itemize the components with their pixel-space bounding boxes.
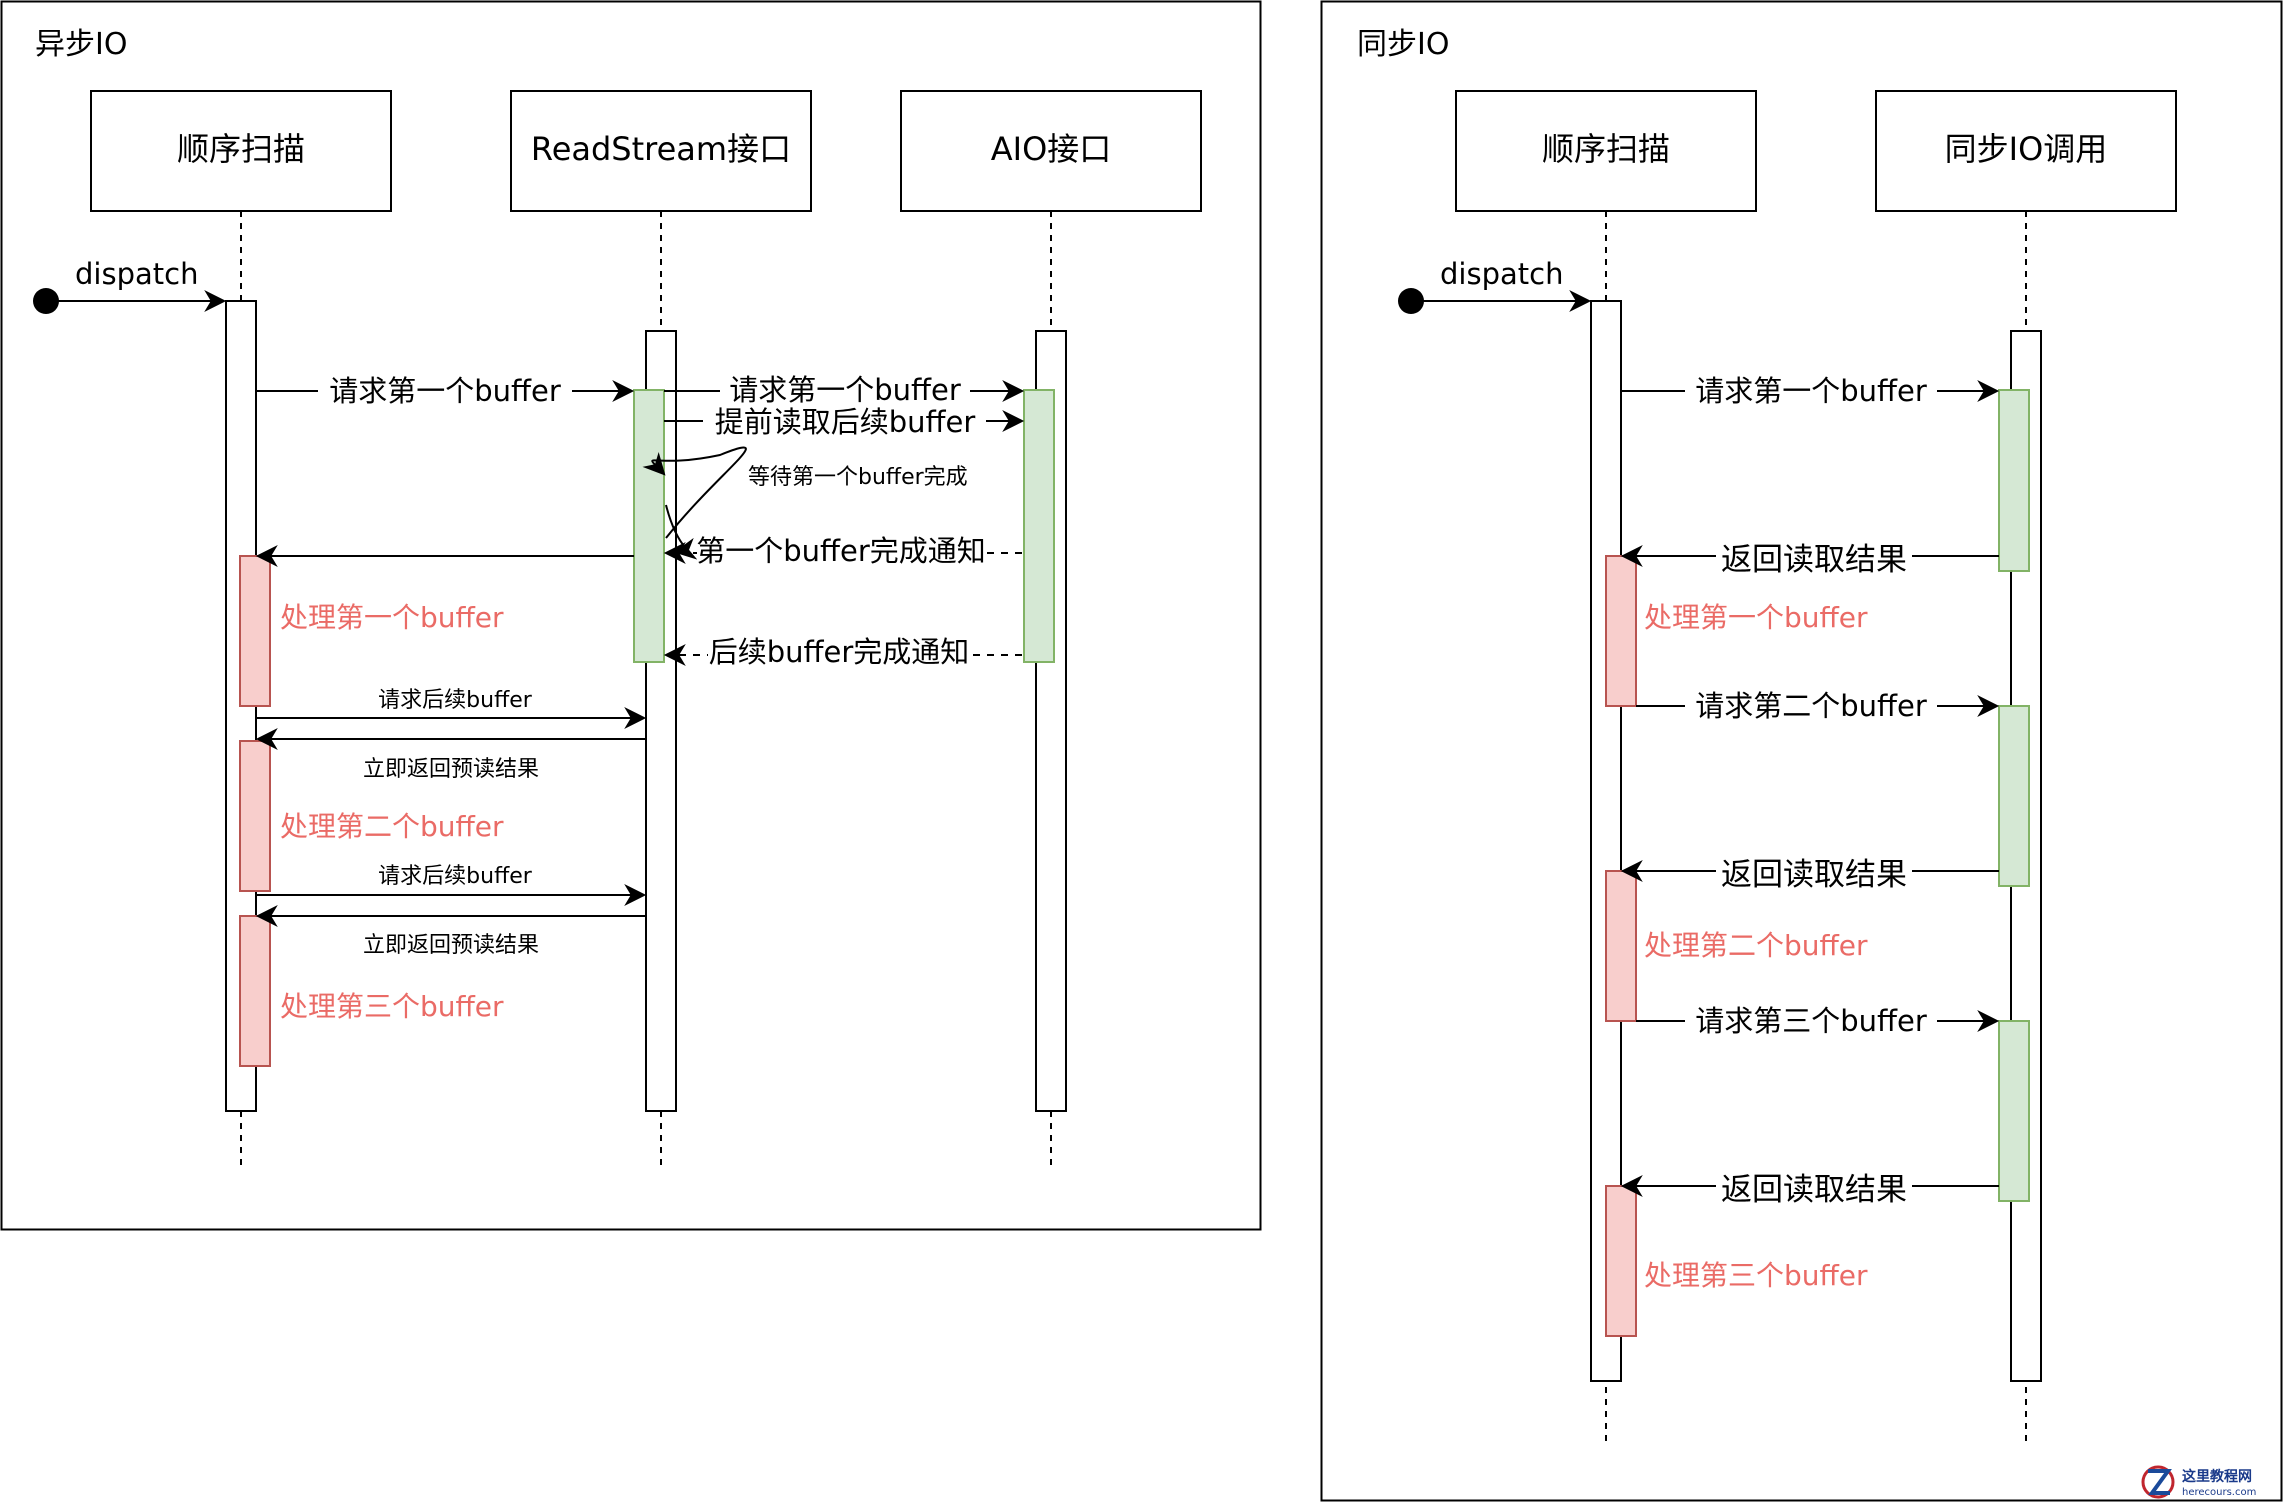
msg-req-next-2: 请求后续buffer — [256, 864, 647, 906]
svg-text:请求第一个buffer: 请求第一个buffer — [1695, 374, 1927, 408]
msg-ret-prefetch-1: 立即返回预读结果 — [255, 728, 646, 782]
z-logo-icon — [2141, 1465, 2175, 1499]
async-dispatch: dispatch — [33, 257, 227, 314]
svg-text:dispatch: dispatch — [1440, 257, 1563, 291]
sync-label-process-first: 处理第一个buffer — [1644, 601, 1868, 634]
activation-process-2 — [239, 740, 271, 892]
sync-process-3 — [1605, 1185, 1637, 1337]
svg-text:ReadStream接口: ReadStream接口 — [531, 130, 791, 168]
watermark-name: 这里教程网 — [2182, 1468, 2252, 1485]
sync-title: 同步IO — [1357, 27, 1449, 62]
activation-process-1 — [239, 555, 271, 707]
svg-text:后续buffer完成通知: 后续buffer完成通知 — [709, 635, 970, 669]
svg-text:请求第二个buffer: 请求第二个buffer — [1695, 689, 1927, 723]
label-process-first: 处理第一个buffer — [280, 601, 504, 634]
participant-readstream: ReadStream接口 — [510, 90, 812, 212]
svg-text:AIO接口: AIO接口 — [991, 130, 1112, 168]
msg-req-first-rs: 请求第一个buffer — [256, 372, 635, 408]
msg-prefetch: 提前读取后续buffer — [664, 405, 1025, 439]
participant-aio: AIO接口 — [900, 90, 1202, 212]
svg-text:顺序扫描: 顺序扫描 — [1542, 130, 1670, 168]
sync-frame: 同步IO 顺序扫描 同步IO调用 dispatch 请求第一个buff — [1320, 0, 2283, 1502]
msg-req-next-1: 请求后续buffer — [256, 688, 647, 729]
sync-process-1 — [1605, 555, 1637, 707]
svg-text:返回读取结果: 返回读取结果 — [1721, 857, 1907, 893]
participant-scan: 顺序扫描 — [90, 90, 392, 212]
svg-text:第一个buffer完成通知: 第一个buffer完成通知 — [696, 534, 986, 568]
sync-msg-req-first: 请求第一个buffer — [1621, 372, 2000, 408]
sync-busy-3 — [1998, 1020, 2030, 1202]
msg-wait-first: 等待第一个buffer完成 — [642, 446, 968, 560]
sync-label-process-third: 处理第三个buffer — [1644, 1259, 1868, 1292]
sync-msg-ret-3: 返回读取结果 — [1620, 1168, 1999, 1208]
sync-msg-req-second: 请求第二个buffer — [1636, 687, 2000, 723]
msg-req-first-aio: 请求第一个buffer — [664, 372, 1025, 407]
async-frame: 异步IO 顺序扫描 ReadStream接口 AIO接口 — [0, 0, 1262, 1231]
svg-text:等待第一个buffer完成: 等待第一个buffer完成 — [748, 465, 968, 490]
svg-text:请求第一个buffer: 请求第一个buffer — [329, 374, 561, 408]
svg-text:同步IO调用: 同步IO调用 — [1945, 130, 2108, 168]
sync-label-process-second: 处理第二个buffer — [1644, 929, 1868, 962]
svg-text:立即返回预读结果: 立即返回预读结果 — [363, 933, 539, 958]
sync-msg-ret-1: 返回读取结果 — [1620, 538, 1999, 578]
sync-process-2 — [1605, 870, 1637, 1022]
activation-readstream-busy — [633, 389, 665, 663]
activation-process-3 — [239, 915, 271, 1067]
svg-text:请求后续buffer: 请求后续buffer — [378, 864, 533, 889]
label-process-third: 处理第三个buffer — [280, 990, 504, 1023]
sync-msg-ret-2: 返回读取结果 — [1620, 853, 1999, 893]
sync-busy-2 — [1998, 705, 2030, 887]
watermark: 这里教程网 herecours.com — [2138, 1463, 2278, 1501]
async-title: 异步IO — [35, 27, 127, 62]
sync-busy-1 — [1998, 389, 2030, 572]
label-process-second: 处理第二个buffer — [280, 810, 504, 843]
participant-sync-scan: 顺序扫描 — [1455, 90, 1757, 212]
svg-text:返回读取结果: 返回读取结果 — [1721, 1172, 1907, 1208]
msg-first-done: 第一个buffer完成通知 — [663, 534, 1022, 568]
sync-msg-req-third: 请求第三个buffer — [1636, 1002, 2000, 1038]
sync-dispatch: dispatch — [1398, 257, 1592, 314]
svg-text:请求后续buffer: 请求后续buffer — [378, 688, 533, 713]
svg-text:dispatch: dispatch — [75, 257, 198, 291]
msg-rest-done: 后续buffer完成通知 — [663, 635, 1022, 670]
svg-text:顺序扫描: 顺序扫描 — [177, 130, 305, 168]
watermark-url: herecours.com — [2182, 1487, 2256, 1498]
activation-aio-busy — [1023, 389, 1055, 663]
svg-text:返回读取结果: 返回读取结果 — [1721, 542, 1907, 578]
svg-text:请求第三个buffer: 请求第三个buffer — [1695, 1004, 1927, 1038]
svg-text:提前读取后续buffer: 提前读取后续buffer — [715, 405, 976, 439]
msg-ret-prefetch-2: 立即返回预读结果 — [255, 905, 646, 958]
participant-sync-io: 同步IO调用 — [1875, 90, 2177, 212]
svg-text:立即返回预读结果: 立即返回预读结果 — [363, 757, 539, 782]
svg-text:请求第一个buffer: 请求第一个buffer — [729, 373, 961, 407]
